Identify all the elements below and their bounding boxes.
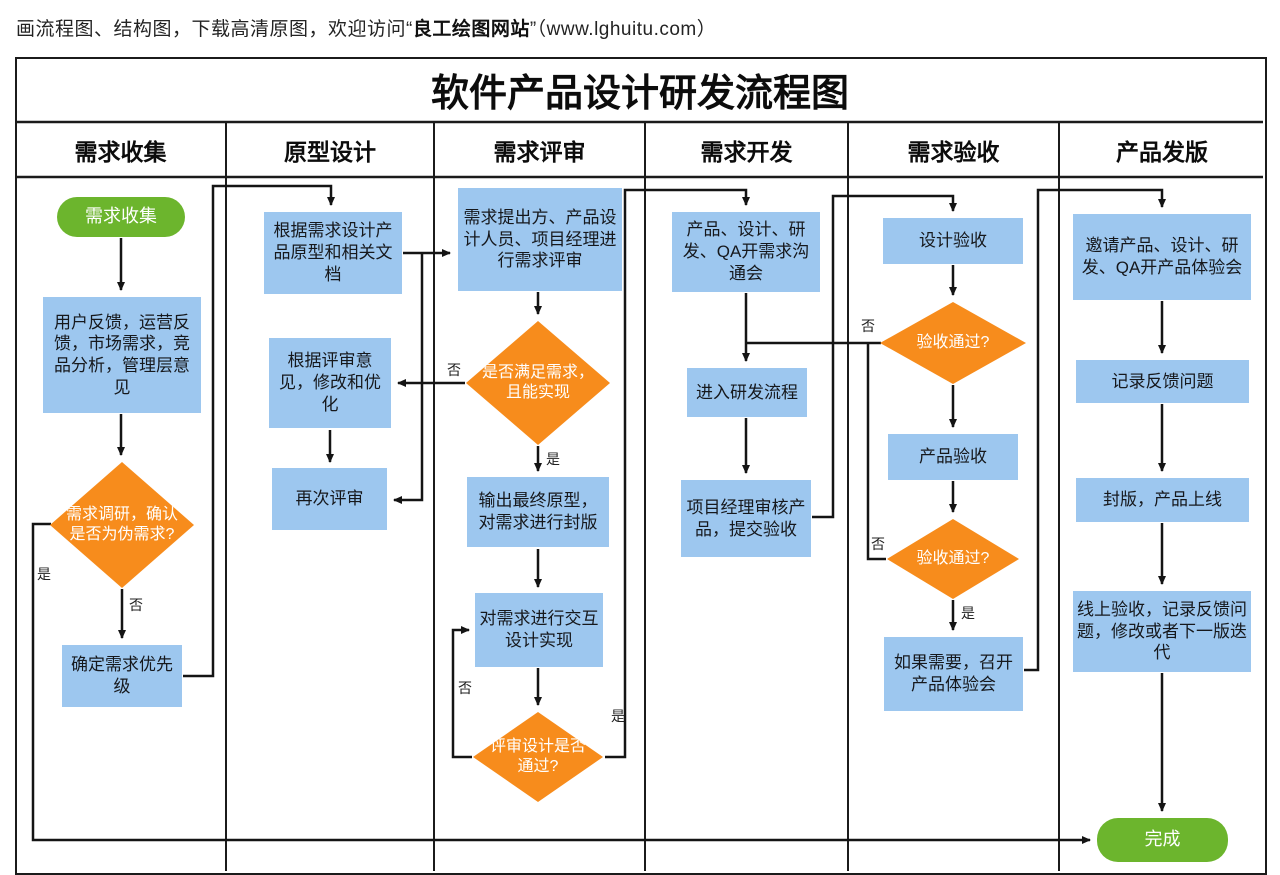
node-done-terminal: 完成 xyxy=(1097,818,1228,862)
banner-site-name: 良工绘图网站 xyxy=(412,19,530,40)
node-feedback-sources: 用户反馈，运营反馈，市场需求，竞品分析，管理层意见 xyxy=(43,297,201,413)
node-priority: 确定需求优先级 xyxy=(62,645,182,707)
edge-label-yes-accept2: 是 xyxy=(961,605,975,621)
node-product-acceptance: 产品验收 xyxy=(888,434,1018,480)
edge-label-no-accept1: 否 xyxy=(861,318,875,334)
column-header-requirement-collect: 需求收集 xyxy=(74,138,167,165)
node-online-acceptance: 线上验收，记录反馈问题，修改或者下一版迭代 xyxy=(1073,591,1251,672)
node-enter-development: 进入研发流程 xyxy=(687,368,807,417)
edge-label-yes-research: 是 xyxy=(37,566,51,582)
banner-prefix: 画流程图、结构图，下载高清原图，欢迎访问“ xyxy=(16,19,413,40)
node-design-acceptance: 设计验收 xyxy=(883,218,1023,264)
table-frame xyxy=(15,57,1267,875)
node-kickoff-meeting: 产品、设计、研发、QA开需求沟通会 xyxy=(672,212,820,292)
page-title: 软件产品设计研发流程图 xyxy=(430,73,849,115)
node-invite-experience: 邀请产品、设计、研发、QA开产品体验会 xyxy=(1073,214,1251,300)
node-design-prototype: 根据需求设计产品原型和相关文档 xyxy=(264,212,402,294)
node-experience-meeting: 如果需要，召开产品体验会 xyxy=(884,637,1023,711)
edge-label-no-research: 否 xyxy=(129,597,143,613)
column-header-requirement-dev: 需求开发 xyxy=(700,138,793,165)
edge-label-no-accept2: 否 xyxy=(871,536,885,552)
node-record-feedback: 记录反馈问题 xyxy=(1076,360,1249,403)
edge-label-yes-design-pass: 是 xyxy=(611,708,625,724)
node-interaction-design: 对需求进行交互设计实现 xyxy=(475,593,603,667)
node-finalize-prototype: 输出最终原型，对需求进行封版 xyxy=(467,477,609,547)
column-header-release: 产品发版 xyxy=(1116,138,1208,165)
column-header-prototype-design: 原型设计 xyxy=(284,138,376,165)
node-pm-review: 项目经理审核产品，提交验收 xyxy=(681,480,811,557)
site-banner: 画流程图、结构图，下载高清原图，欢迎访问“良工绘图网站”（www.lghuitu… xyxy=(16,14,716,41)
node-seal-launch: 封版，产品上线 xyxy=(1076,478,1249,522)
column-header-acceptance: 需求验收 xyxy=(907,138,1000,165)
node-review-meeting: 需求提出方、产品设计人员、项目经理进行需求评审 xyxy=(458,188,622,291)
banner-suffix: ”（www.lghuitu.com） xyxy=(529,19,717,40)
node-revise-optimize: 根据评审意见，修改和优化 xyxy=(269,338,391,428)
edge-label-no-satisfy: 否 xyxy=(447,362,461,378)
column-header-requirement-review: 需求评审 xyxy=(493,138,586,165)
edge-label-yes-satisfy: 是 xyxy=(546,451,560,467)
edge-label-no-design-pass: 否 xyxy=(458,680,472,696)
node-start-terminal: 需求收集 xyxy=(57,197,185,237)
node-rereview: 再次评审 xyxy=(272,468,387,530)
